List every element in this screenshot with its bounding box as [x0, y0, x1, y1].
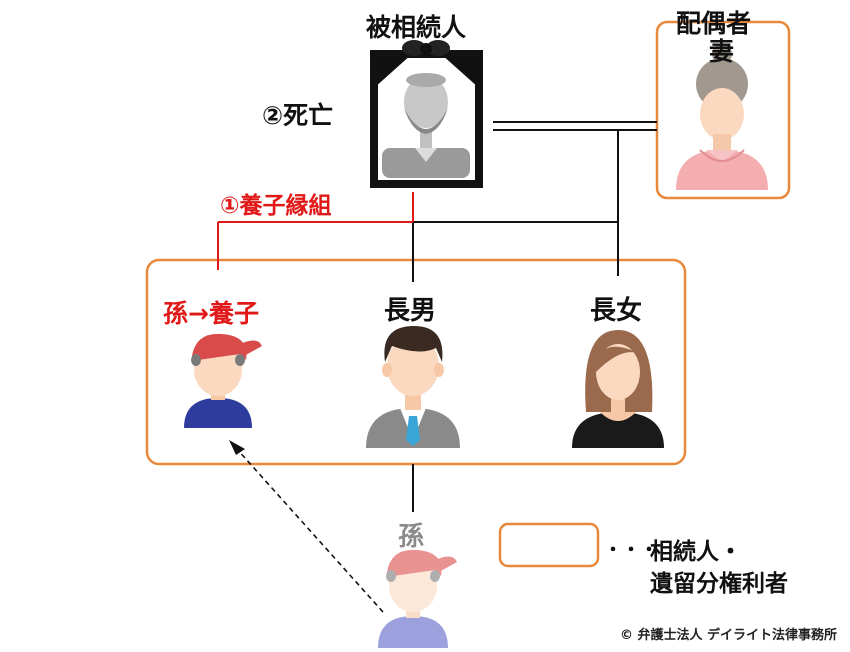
adopted-grandchild-figure [184, 333, 262, 428]
spouse-label-line1: 配偶者 [676, 9, 752, 38]
adoption-label: ①養子縁組 [220, 193, 332, 219]
spouse-figure [676, 44, 768, 190]
adoption-dashed-arrow [235, 447, 384, 613]
legend-box [498, 522, 600, 568]
eldest-daughter-figure [572, 330, 664, 448]
grandchild-label: 孫 [398, 522, 425, 552]
adopted-grandchild-label: 孫→養子 [163, 299, 259, 328]
decedent-label: 被相続人 [366, 13, 467, 42]
spouse-label-line2: 妻 [709, 37, 735, 66]
eldest-son-figure [366, 326, 460, 448]
spouse-box [655, 20, 791, 200]
legend-dots: ・・・ [604, 540, 658, 561]
legend-text-line2: 遺留分権利者 [650, 571, 788, 597]
eldest-son-label: 長男 [384, 296, 437, 326]
eldest-daughter-label: 長女 [590, 296, 643, 326]
heir-group-box [145, 258, 687, 466]
legend-text-line1: 相続人・ [650, 539, 742, 565]
death-label: ②死亡 [262, 101, 334, 130]
grandchild-figure [378, 549, 457, 648]
dashed-arrow-head [229, 440, 245, 455]
decedent-portrait [370, 40, 483, 188]
copyright-text: © 弁護士法人 デイライト法律事務所 [620, 628, 838, 643]
